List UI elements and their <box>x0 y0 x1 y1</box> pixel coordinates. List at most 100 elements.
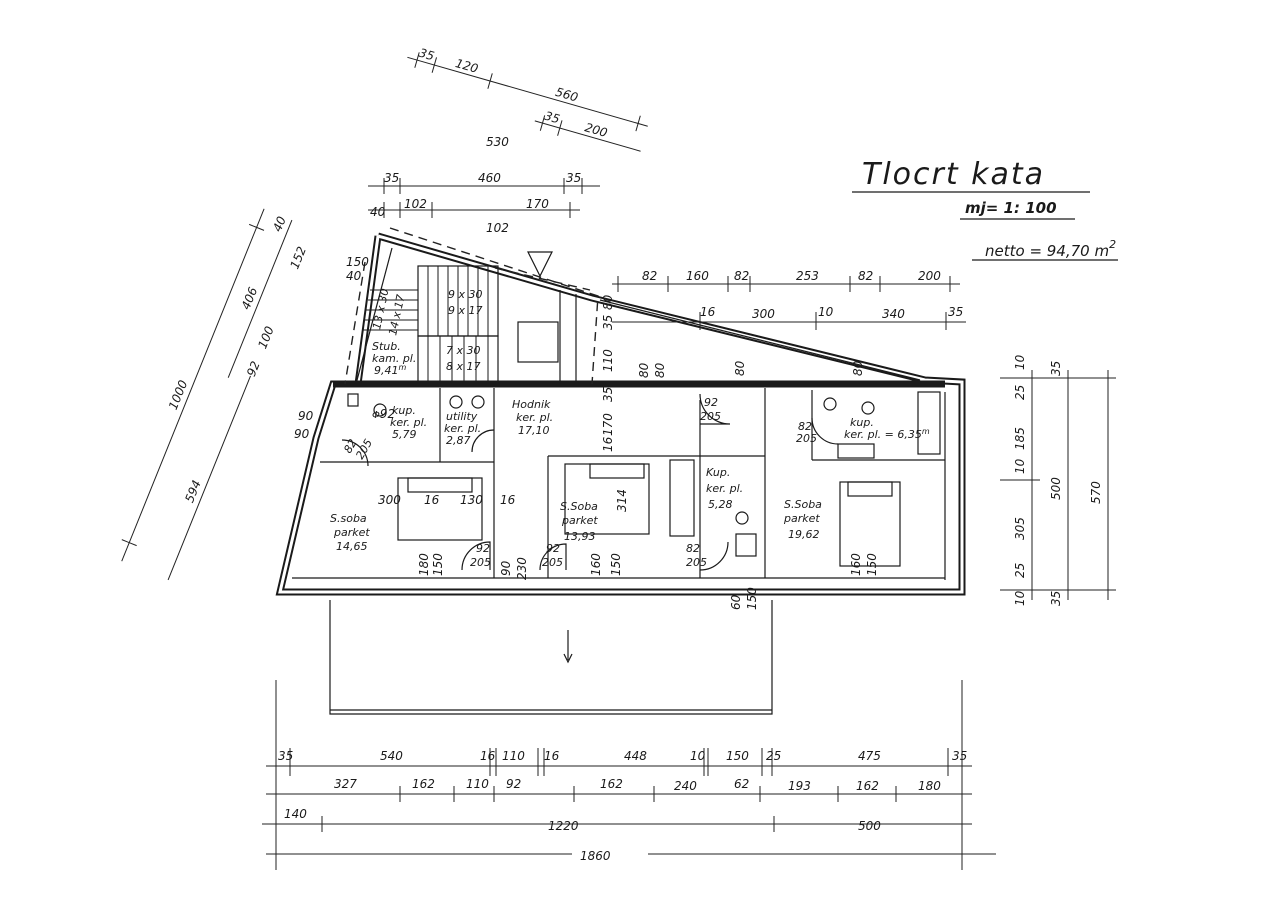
svg-text:35: 35 <box>417 46 436 64</box>
svg-text:9,41m: 9,41m <box>374 363 407 377</box>
svg-text:kup.: kup. <box>850 416 874 429</box>
svg-text:Kup.: Kup. <box>706 466 730 479</box>
room-kupaonica-3: kup. ker. pl. = 6,35m <box>844 416 930 441</box>
svg-text:82: 82 <box>642 269 657 283</box>
svg-text:230: 230 <box>515 557 529 580</box>
wardrobe-icon <box>669 459 695 537</box>
room-labels: Stub. kam. pl. 9,41m kup. ker. pl. 5,79 … <box>330 340 930 553</box>
svg-text:205: 205 <box>542 556 563 569</box>
dim-top: 530 35 460 35 40 102 170 102 <box>368 135 600 235</box>
svg-text:314: 314 <box>615 489 629 512</box>
svg-text:40: 40 <box>270 214 289 234</box>
svg-text:35: 35 <box>384 171 399 185</box>
svg-text:16: 16 <box>544 749 560 763</box>
svg-text:500: 500 <box>1049 477 1063 500</box>
svg-text:102: 102 <box>404 197 427 211</box>
svg-text:82: 82 <box>734 269 749 283</box>
room-soba-3: S.Soba parket 19,62 <box>783 498 822 541</box>
svg-text:80: 80 <box>637 362 651 378</box>
svg-text:500: 500 <box>858 819 881 833</box>
svg-text:120: 120 <box>454 56 480 76</box>
svg-text:19,62: 19,62 <box>788 528 820 541</box>
svg-text:460: 460 <box>478 171 501 185</box>
svg-text:140: 140 <box>284 807 307 821</box>
svg-text:110: 110 <box>502 749 525 763</box>
svg-text:35: 35 <box>278 749 293 763</box>
svg-text:160: 160 <box>589 553 603 576</box>
svg-text:300: 300 <box>378 493 401 507</box>
svg-text:240: 240 <box>674 779 697 793</box>
dashed-overhead-outline <box>344 227 921 385</box>
svg-text:130: 130 <box>460 493 483 507</box>
svg-text:92: 92 <box>506 777 521 791</box>
door-swings <box>341 393 839 571</box>
svg-text:62: 62 <box>734 777 749 791</box>
dryer-icon <box>471 395 485 409</box>
vanity-icon <box>837 443 875 459</box>
plan-title: Tlocrt kata <box>862 157 1045 192</box>
stair-flight-2: 7 x 30 <box>446 344 481 357</box>
svg-text:16: 16 <box>601 436 615 452</box>
door-swing-icon <box>539 543 567 571</box>
svg-text:560: 560 <box>554 85 580 105</box>
door-swing-icon <box>811 417 839 445</box>
svg-text:10: 10 <box>818 305 834 319</box>
svg-text:17,10: 17,10 <box>518 424 550 437</box>
dim-top-right: 82 160 82 253 82 200 16 300 10 340 35 <box>612 269 966 330</box>
svg-text:ker. pl.: ker. pl. <box>444 422 481 435</box>
svg-text:16: 16 <box>500 493 516 507</box>
chimney <box>517 321 559 363</box>
svg-text:160: 160 <box>686 269 709 283</box>
svg-text:82: 82 <box>798 420 812 433</box>
svg-text:152: 152 <box>287 245 309 271</box>
svg-text:305: 305 <box>1013 517 1027 540</box>
svg-text:162: 162 <box>412 777 435 791</box>
dim-interior: 300 16 130 16 314 160 150 180 150 90 230… <box>372 294 879 610</box>
svg-text:205: 205 <box>796 432 817 445</box>
svg-text:35: 35 <box>948 305 963 319</box>
svg-text:ker. pl.: ker. pl. <box>390 416 427 429</box>
plan-scale: mj= 1: 100 <box>965 199 1057 217</box>
svg-text:80: 80 <box>601 294 615 310</box>
svg-text:40: 40 <box>346 269 362 283</box>
svg-text:205: 205 <box>353 437 375 462</box>
svg-text:170: 170 <box>526 197 549 211</box>
svg-text:ker. pl.: ker. pl. <box>706 482 743 495</box>
sink-icon <box>347 393 359 407</box>
arrow-down-icon <box>563 653 573 664</box>
svg-text:162: 162 <box>600 777 623 791</box>
stair-treads <box>362 266 489 382</box>
svg-text:S.soba: S.soba <box>330 512 367 525</box>
svg-text:100: 100 <box>255 324 277 351</box>
svg-text:parket: parket <box>333 526 370 539</box>
svg-text:205: 205 <box>700 410 721 423</box>
svg-text:Hodnik: Hodnik <box>512 398 551 411</box>
svg-text:16: 16 <box>700 305 716 319</box>
sink-icon <box>823 397 837 411</box>
svg-text:110: 110 <box>466 777 489 791</box>
svg-text:80: 80 <box>653 362 667 378</box>
north-arrow-icon <box>527 251 553 278</box>
svg-text:193: 193 <box>788 779 811 793</box>
door-swing-icon <box>461 541 491 571</box>
svg-text:25: 25 <box>766 749 781 763</box>
svg-text:utility: utility <box>446 410 478 423</box>
svg-text:200: 200 <box>583 120 609 140</box>
svg-text:150: 150 <box>431 553 445 576</box>
svg-text:10: 10 <box>690 749 706 763</box>
svg-text:205: 205 <box>686 556 707 569</box>
dim-right: 10 25 185 10 305 25 10 500 35 570 35 <box>1000 354 1116 606</box>
svg-text:80: 80 <box>851 360 865 376</box>
svg-text:180: 180 <box>417 553 431 576</box>
balcony <box>329 600 773 715</box>
svg-text:150: 150 <box>609 553 623 576</box>
svg-text:82: 82 <box>858 269 873 283</box>
svg-text:530: 530 <box>486 135 509 149</box>
svg-text:200: 200 <box>918 269 941 283</box>
dim-left-slant: 1000 594 406 40 92 100 152 <box>121 208 309 581</box>
svg-text:340: 340 <box>882 307 905 321</box>
svg-text:5,79: 5,79 <box>392 428 417 441</box>
svg-text:82: 82 <box>686 542 700 555</box>
svg-text:ker. pl. = 6,35m: ker. pl. = 6,35m <box>844 427 930 441</box>
